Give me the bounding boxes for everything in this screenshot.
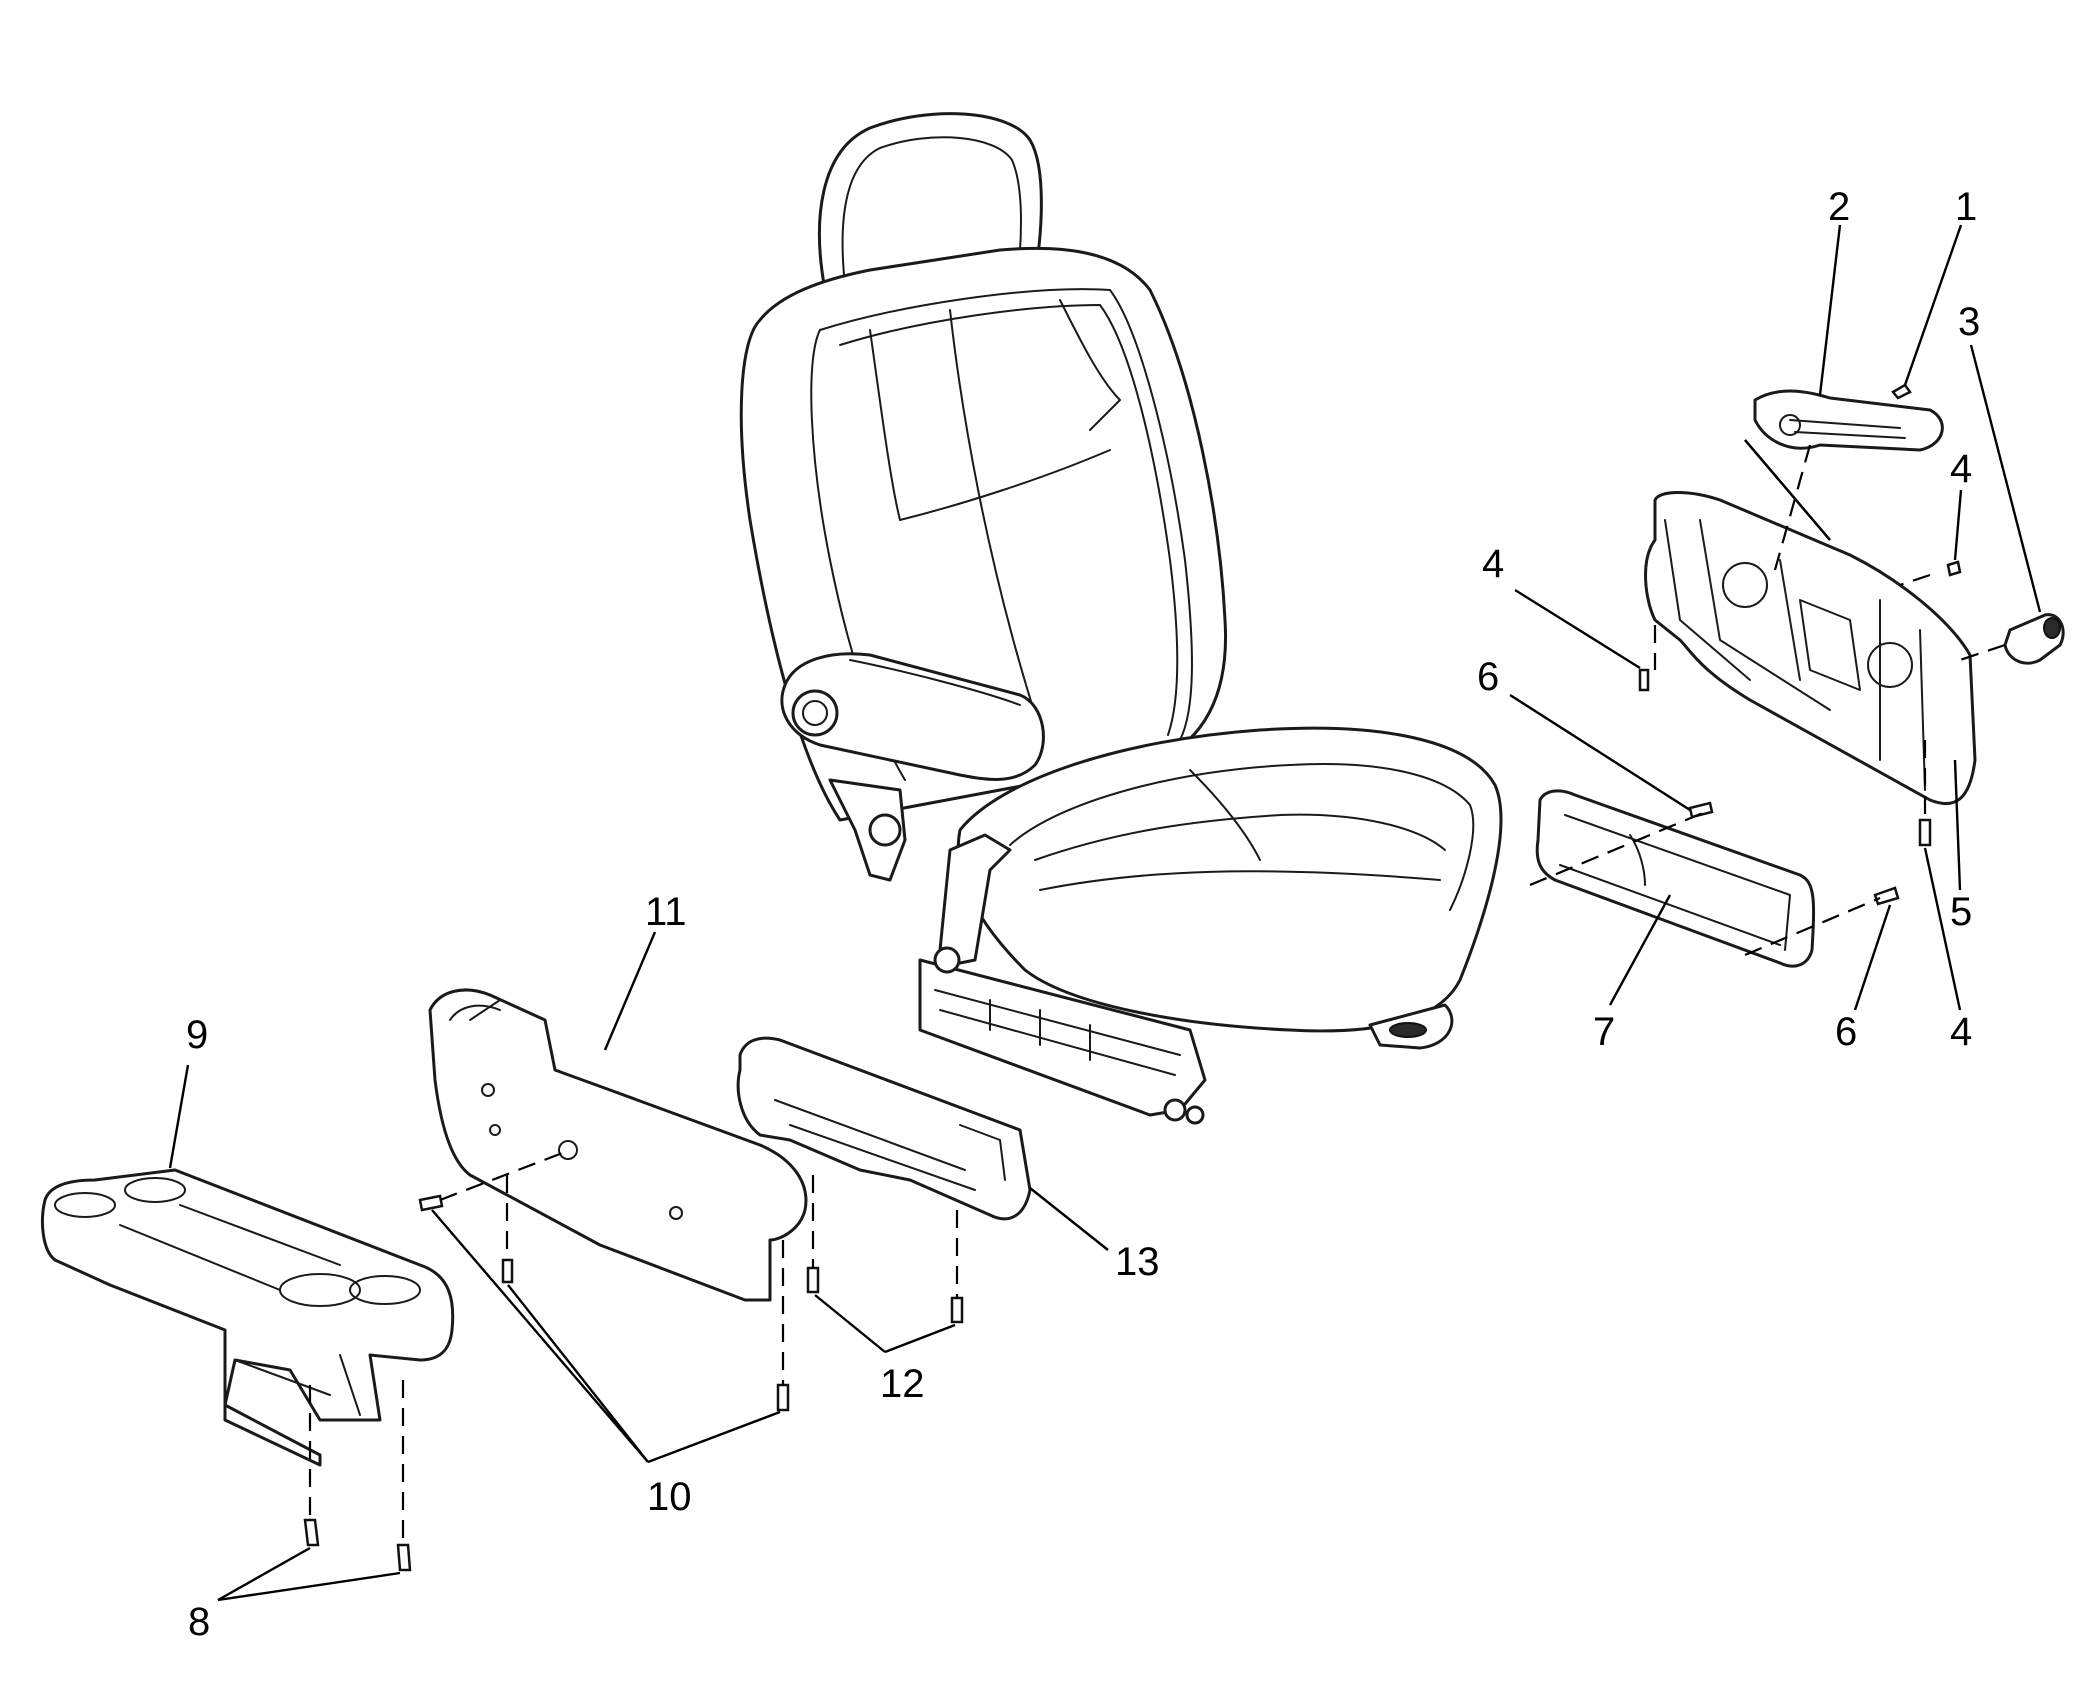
seat-assembly <box>739 112 1503 1125</box>
callout-2: 2 <box>1828 185 1850 229</box>
fasteners <box>303 383 1962 1572</box>
callout-4-upper-right: 4 <box>1950 447 1972 491</box>
seat-track-cover <box>1535 789 1816 968</box>
callout-3: 3 <box>1958 300 1980 344</box>
screw-8-left <box>303 1518 320 1547</box>
screw-1 <box>1891 383 1912 400</box>
screw-8-right <box>396 1543 412 1572</box>
callout-13: 13 <box>1115 1240 1160 1284</box>
screw-6-upper <box>1688 801 1714 819</box>
recliner-handle <box>1753 389 1944 452</box>
seat-frame <box>828 778 907 882</box>
screw-4-lower <box>1918 818 1932 847</box>
callout-6-upper: 6 <box>1477 655 1499 699</box>
callout-10: 10 <box>647 1475 692 1519</box>
callout-11: 11 <box>645 890 687 934</box>
recliner-knob <box>2003 613 2065 665</box>
callout-5: 5 <box>1950 890 1972 934</box>
callout-labels: 1 2 3 4 4 4 5 6 6 7 8 9 10 11 12 13 <box>186 185 1980 1644</box>
screw-4-left <box>1638 668 1650 692</box>
screw-10-side <box>418 1194 444 1212</box>
callout-9: 9 <box>186 1013 208 1057</box>
screw-12-right <box>950 1296 964 1324</box>
armrest <box>780 652 1045 781</box>
callout-8: 8 <box>188 1600 210 1644</box>
screw-10-mid <box>501 1258 514 1284</box>
console-side-panel <box>428 988 808 1302</box>
callout-7: 7 <box>1593 1010 1615 1054</box>
screw-4-upper <box>1946 560 1962 577</box>
seat-side-shield <box>1644 491 1977 806</box>
assembly-lines <box>308 444 2006 1545</box>
screw-10-low <box>776 1383 790 1412</box>
screw-12-left <box>806 1266 820 1294</box>
callout-4-left: 4 <box>1482 542 1504 586</box>
callout-4-lower-right: 4 <box>1950 1010 1972 1054</box>
console-cover <box>736 1036 1032 1221</box>
seat-cushion <box>956 726 1503 1033</box>
callout-6-lower: 6 <box>1835 1010 1857 1054</box>
screw-6-lower <box>1873 886 1900 906</box>
callout-12: 12 <box>880 1362 925 1406</box>
leader-lines <box>168 224 2042 1602</box>
callout-1: 1 <box>1955 185 1977 229</box>
cup-holder-tray <box>40 1168 455 1467</box>
